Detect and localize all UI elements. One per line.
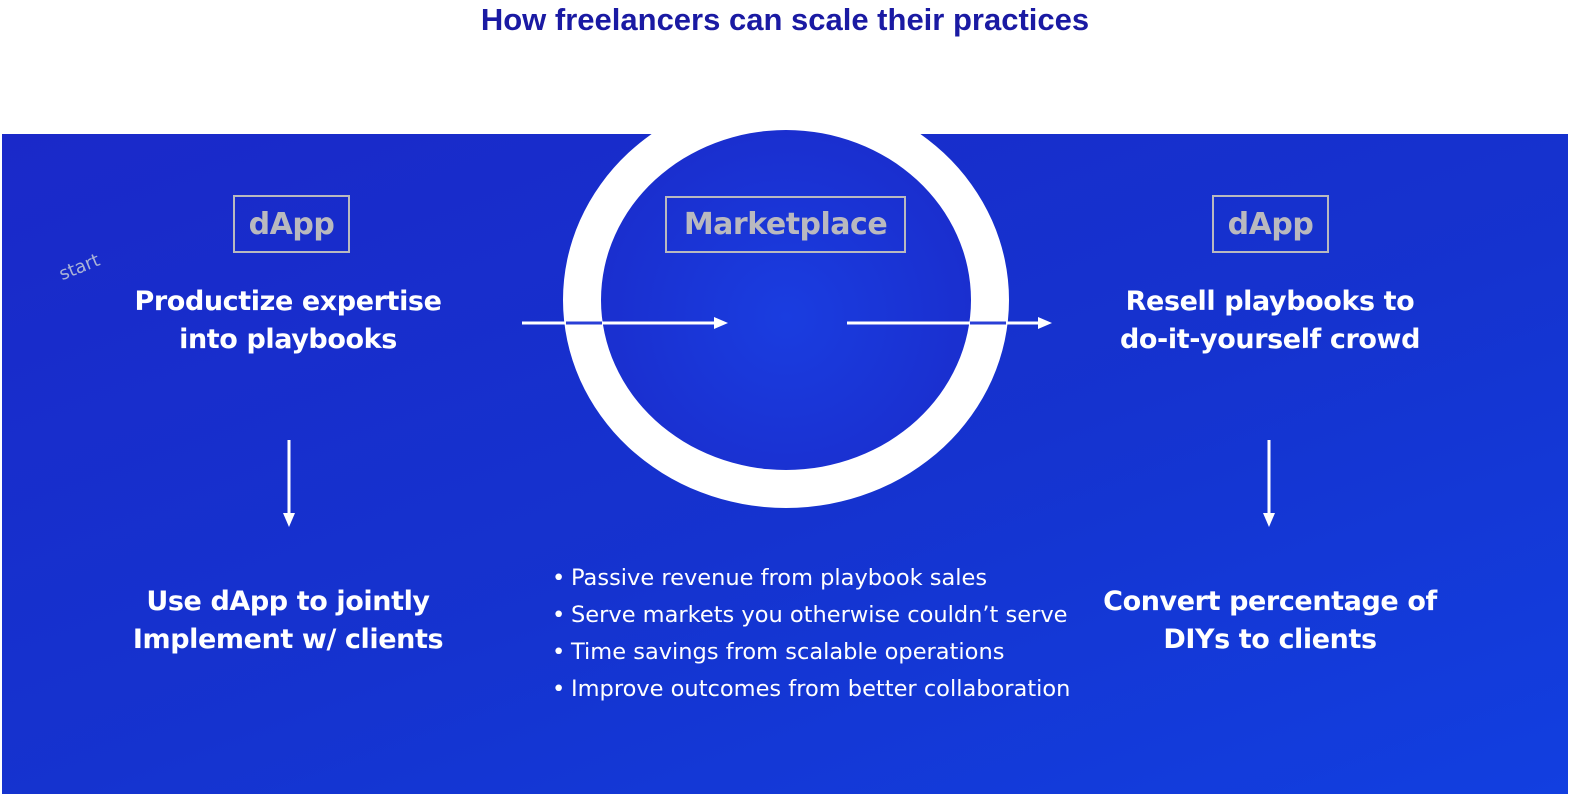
right-dapp-tag: dApp [1212, 195, 1329, 253]
left-dapp-tag: dApp [233, 195, 350, 253]
marketplace-tag: Marketplace [665, 196, 906, 253]
benefit-item: Improve outcomes from better collaborati… [552, 671, 1070, 708]
right-bottom-line-2: DIYs to clients [1163, 624, 1377, 655]
benefit-item: Serve markets you otherwise couldn’t ser… [552, 597, 1070, 634]
left-bottom-line-2: Implement w/ clients [132, 624, 444, 655]
right-heading-line-2: do-it-yourself crowd [1119, 324, 1421, 355]
left-bottom-line-1: Use dApp to jointly [146, 586, 430, 617]
right-bottom-text: Convert percentage of DIYs to clients [1080, 583, 1460, 659]
left-heading-line-2: into playbooks [179, 324, 397, 355]
right-heading-line-1: Resell playbooks to [1125, 286, 1415, 317]
left-heading: Productize expertise into playbooks [108, 283, 468, 359]
page-title: How freelancers can scale their practice… [480, 2, 1090, 37]
left-heading-line-1: Productize expertise [134, 286, 442, 317]
marketplace-ring [563, 92, 1009, 508]
left-bottom-text: Use dApp to jointly Implement w/ clients [108, 583, 468, 659]
right-bottom-line-1: Convert percentage of [1103, 586, 1437, 617]
benefit-list: Passive revenue from playbook sales Serv… [552, 560, 1070, 708]
right-heading: Resell playbooks to do-it-yourself crowd [1080, 283, 1460, 359]
benefit-item: Time savings from scalable operations [552, 634, 1070, 671]
benefit-item: Passive revenue from playbook sales [552, 560, 1070, 597]
